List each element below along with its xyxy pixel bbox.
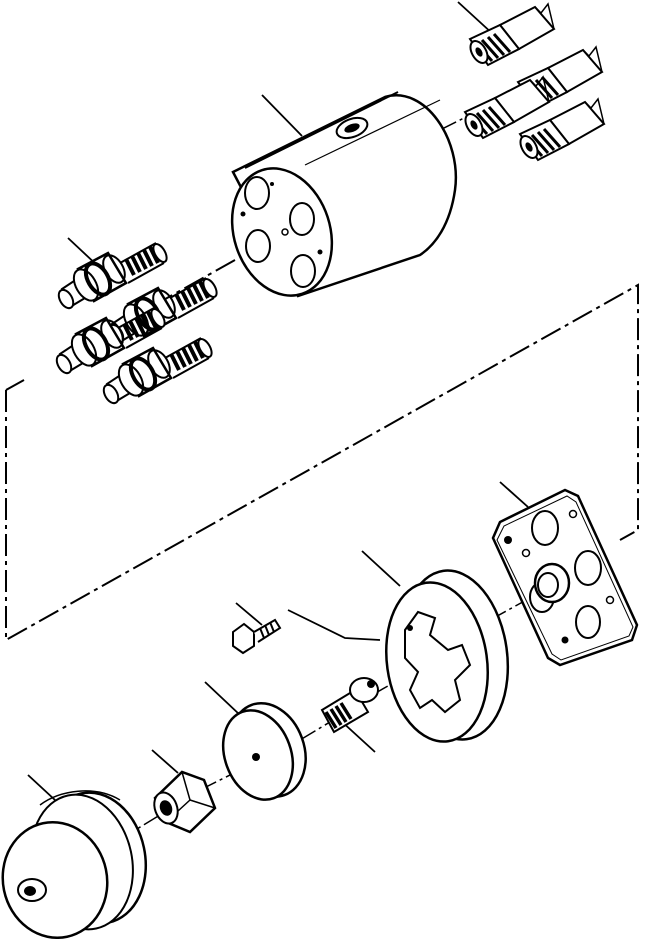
leader-line-hex-nut <box>152 750 178 773</box>
leader-lines <box>28 2 528 800</box>
fitting <box>460 2 606 163</box>
mounting-plate <box>493 490 637 665</box>
rotor-ring <box>376 564 518 749</box>
leader-line-valve-body <box>262 95 302 136</box>
end-cap <box>0 783 158 939</box>
bolt <box>233 620 280 653</box>
leader-line-bolt <box>236 603 380 640</box>
leader-line-mounting-plate <box>500 482 528 507</box>
leader-line-end-cap <box>28 775 55 800</box>
hex-nut <box>150 772 215 832</box>
leader-line-washer-disc <box>205 682 240 715</box>
valve-body <box>216 92 456 309</box>
cartridge-valve <box>51 239 222 408</box>
leader-line-rotor-ring <box>362 551 400 586</box>
plug <box>322 678 378 732</box>
washer-disc <box>211 693 318 810</box>
